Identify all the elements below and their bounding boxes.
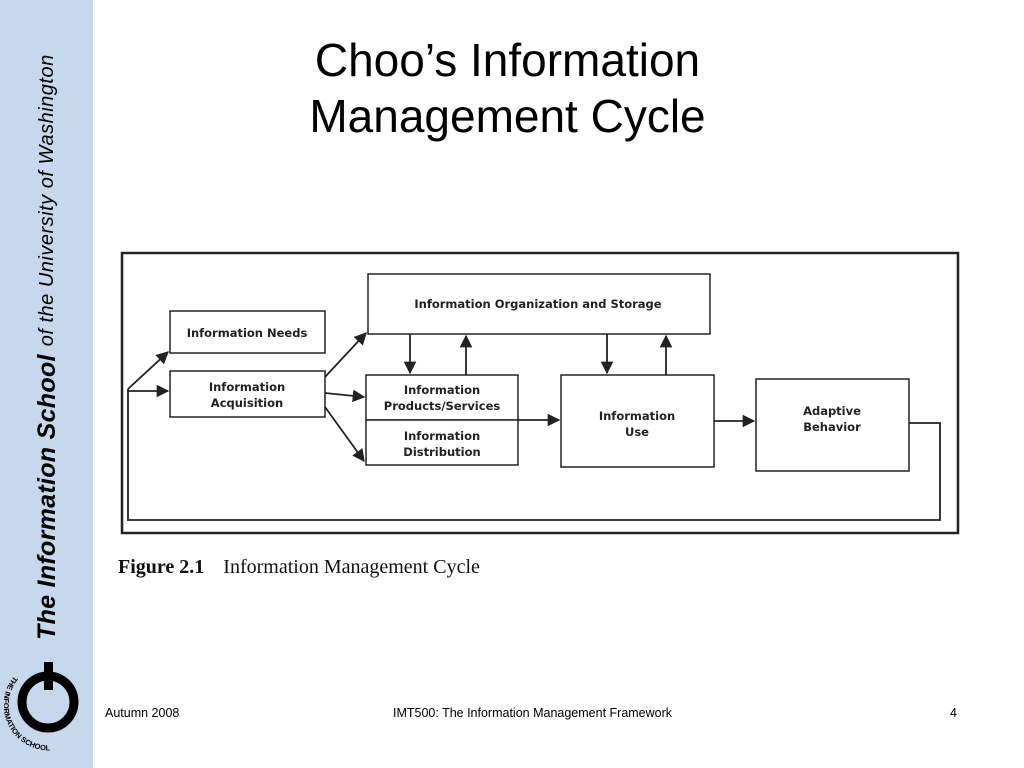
footer-date: Autumn 2008 xyxy=(105,706,180,720)
svg-text:Products/Services: Products/Services xyxy=(384,399,501,413)
figure-caption: Figure 2.1 Information Management Cycle xyxy=(118,556,480,579)
arrow-acquisition-to-products xyxy=(324,389,366,403)
footer-page-number: 4 xyxy=(950,706,957,720)
information-management-cycle-diagram: Information Needs Information Acquisitio… xyxy=(120,251,960,535)
box-information-organization-storage: Information Organization and Storage xyxy=(367,273,711,335)
svg-text:Information Needs: Information Needs xyxy=(187,326,308,340)
figure-caption-text: Information Management Cycle xyxy=(223,556,480,578)
arrow-acquisition-to-distribution xyxy=(324,406,365,463)
box-information-products-services: Information Products/Services xyxy=(365,374,519,421)
svg-text:Adaptive: Adaptive xyxy=(803,404,861,418)
box-information-use: Information Use xyxy=(560,374,715,468)
svg-text:Behavior: Behavior xyxy=(803,420,861,434)
svg-text:Acquisition: Acquisition xyxy=(211,396,283,410)
brand-bold: The Information School xyxy=(32,354,61,640)
figure-frame xyxy=(120,251,960,535)
svg-text:Information Organization and S: Information Organization and Storage xyxy=(414,297,661,311)
arrow-acquisition-to-organization xyxy=(324,332,367,378)
svg-text:Information: Information xyxy=(209,380,285,394)
svg-text:Information: Information xyxy=(599,409,675,423)
slide-title: Choo’s Information Management Cycle xyxy=(140,32,875,144)
information-school-logo: THE INFORMATION SCHOOL xyxy=(4,658,79,753)
svg-text:Distribution: Distribution xyxy=(403,445,480,459)
box-information-acquisition: Information Acquisition xyxy=(169,370,326,418)
svg-text:Information: Information xyxy=(404,429,480,443)
svg-text:Information: Information xyxy=(404,383,480,397)
title-line-1: Choo’s Information xyxy=(314,34,701,86)
feedback-loop-line xyxy=(127,389,941,521)
svg-text:Use: Use xyxy=(625,425,649,439)
arrow-loop-to-needs xyxy=(127,351,169,390)
box-adaptive-behavior: Adaptive Behavior xyxy=(755,378,910,472)
brand-rest: of the University of Washington xyxy=(35,54,58,347)
box-information-distribution: Information Distribution xyxy=(365,419,519,466)
title-line-2: Management Cycle xyxy=(309,90,706,142)
school-brand: The Information School of the University… xyxy=(30,35,64,640)
figure-number: Figure 2.1 xyxy=(118,556,205,578)
box-information-needs: Information Needs xyxy=(169,310,326,354)
footer-course: IMT500: The Information Management Frame… xyxy=(392,706,673,720)
sidebar: The Information School of the University… xyxy=(0,0,93,768)
